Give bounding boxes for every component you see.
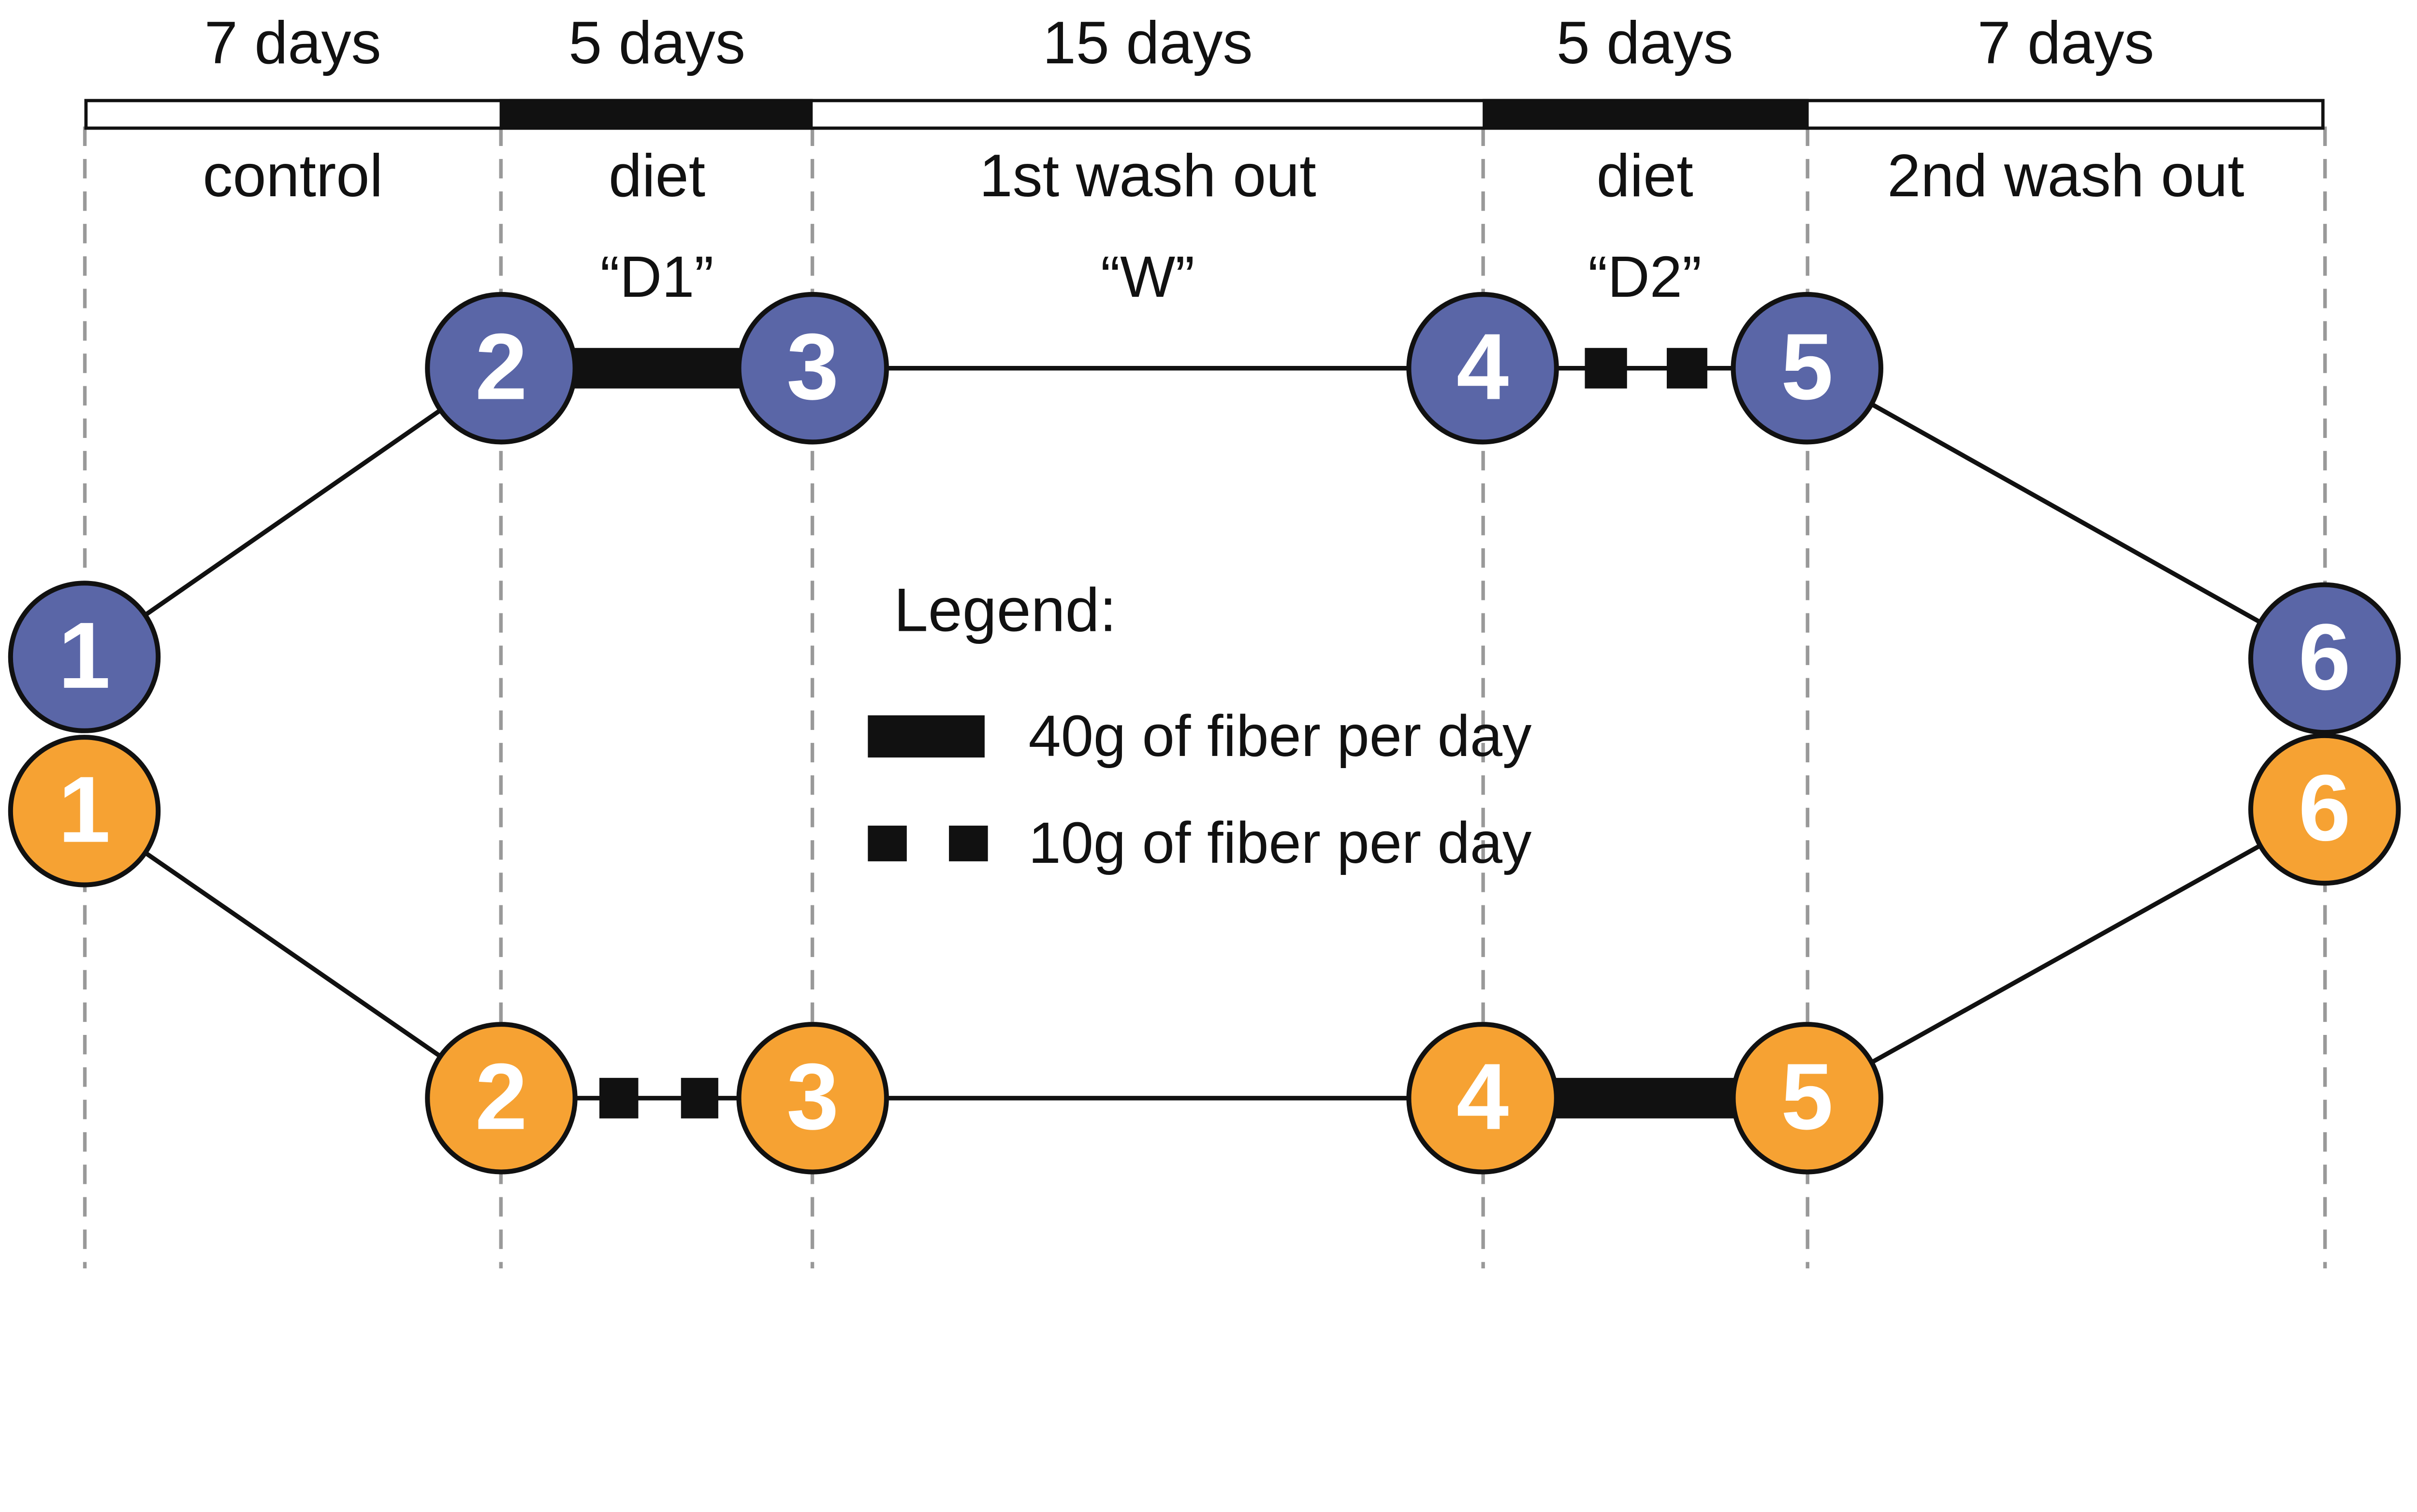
node-number: 6: [2298, 756, 2351, 861]
legend-40g-swatch-cell: [868, 715, 1028, 758]
fiber-10g-swatch-icon: [949, 826, 988, 861]
timeline-diet2-black-segment: [1483, 99, 1809, 130]
phase-duration-label-3: 15 days: [1042, 10, 1253, 76]
legend-40g-label: 40g of fiber per day: [1028, 702, 1532, 769]
node-number: 2: [475, 315, 528, 421]
phase-code-label-d1: “D1”: [600, 243, 714, 310]
blue-node-3: 3: [736, 292, 889, 445]
orange-node-2: 2: [425, 1022, 578, 1175]
node-number: 5: [1781, 315, 1834, 421]
node-number: 4: [1456, 1045, 1509, 1150]
node-number: 3: [786, 1045, 839, 1150]
connector-blue-1-2: [83, 366, 502, 659]
orange-node-3: 3: [736, 1022, 889, 1175]
legend-item-40g: 40g of fiber per day: [868, 702, 1531, 771]
blue-node-5: 5: [1731, 292, 1883, 445]
legend-item-10g: 10g of fiber per day: [868, 809, 1531, 877]
phase-name-label-diet2: diet: [1596, 143, 1693, 209]
phase-name-label-diet1: diet: [608, 143, 706, 209]
study-design-figure: 7 days 5 days 15 days 5 days 7 days cont…: [8, 10, 2401, 1269]
phase-code-label-w: “W”: [1100, 243, 1195, 310]
phase-duration-label-5: 7 days: [1977, 10, 2155, 76]
phase-duration-label-4: 5 days: [1556, 10, 1733, 76]
blue-node-4: 4: [1406, 292, 1559, 445]
node-number: 3: [786, 315, 839, 421]
fiber-10g-square-blue-a: [1585, 348, 1627, 389]
node-number: 5: [1781, 1045, 1834, 1150]
blue-node-1: 1: [8, 581, 161, 733]
timeline-diet1-black-segment: [499, 99, 813, 130]
connector-orange-5-6: [1806, 807, 2327, 1100]
fiber-40g-swatch-icon: [868, 715, 985, 758]
orange-node-5: 5: [1731, 1022, 1883, 1175]
connector-orange-1-2: [83, 809, 502, 1100]
blue-node-2: 2: [425, 292, 578, 445]
legend: Legend: 40g of fiber per day 10g of fibe…: [868, 578, 1531, 916]
fiber-10g-square-orange-b: [681, 1077, 718, 1119]
legend-title: Legend:: [893, 577, 1117, 646]
phase-duration-label-2: 5 days: [568, 10, 745, 76]
phase-code-label-d2: “D2”: [1588, 243, 1702, 310]
node-number: 6: [2298, 605, 2351, 711]
node-number: 2: [475, 1045, 528, 1150]
timeline-bar: [84, 99, 2325, 130]
fiber-10g-square-orange-a: [599, 1077, 639, 1119]
blue-node-6: 6: [2248, 582, 2401, 735]
orange-node-4: 4: [1406, 1022, 1559, 1175]
orange-node-6: 6: [2248, 733, 2401, 886]
node-number: 1: [58, 757, 111, 863]
phase-name-label-washout1: 1st wash out: [979, 143, 1316, 209]
legend-10g-swatch-cell: [868, 826, 1028, 861]
node-number: 4: [1456, 315, 1509, 421]
fiber-10g-square-blue-b: [1666, 348, 1707, 389]
phase-name-label-washout2: 2nd wash out: [1887, 143, 2244, 209]
fiber-10g-swatch-icon: [868, 826, 907, 861]
node-number: 1: [58, 603, 111, 709]
legend-10g-label: 10g of fiber per day: [1028, 809, 1532, 876]
orange-node-1: 1: [8, 735, 161, 887]
phase-duration-label-1: 7 days: [204, 10, 381, 76]
connector-blue-5-6: [1806, 366, 2327, 661]
phase-name-label-control: control: [203, 143, 383, 209]
